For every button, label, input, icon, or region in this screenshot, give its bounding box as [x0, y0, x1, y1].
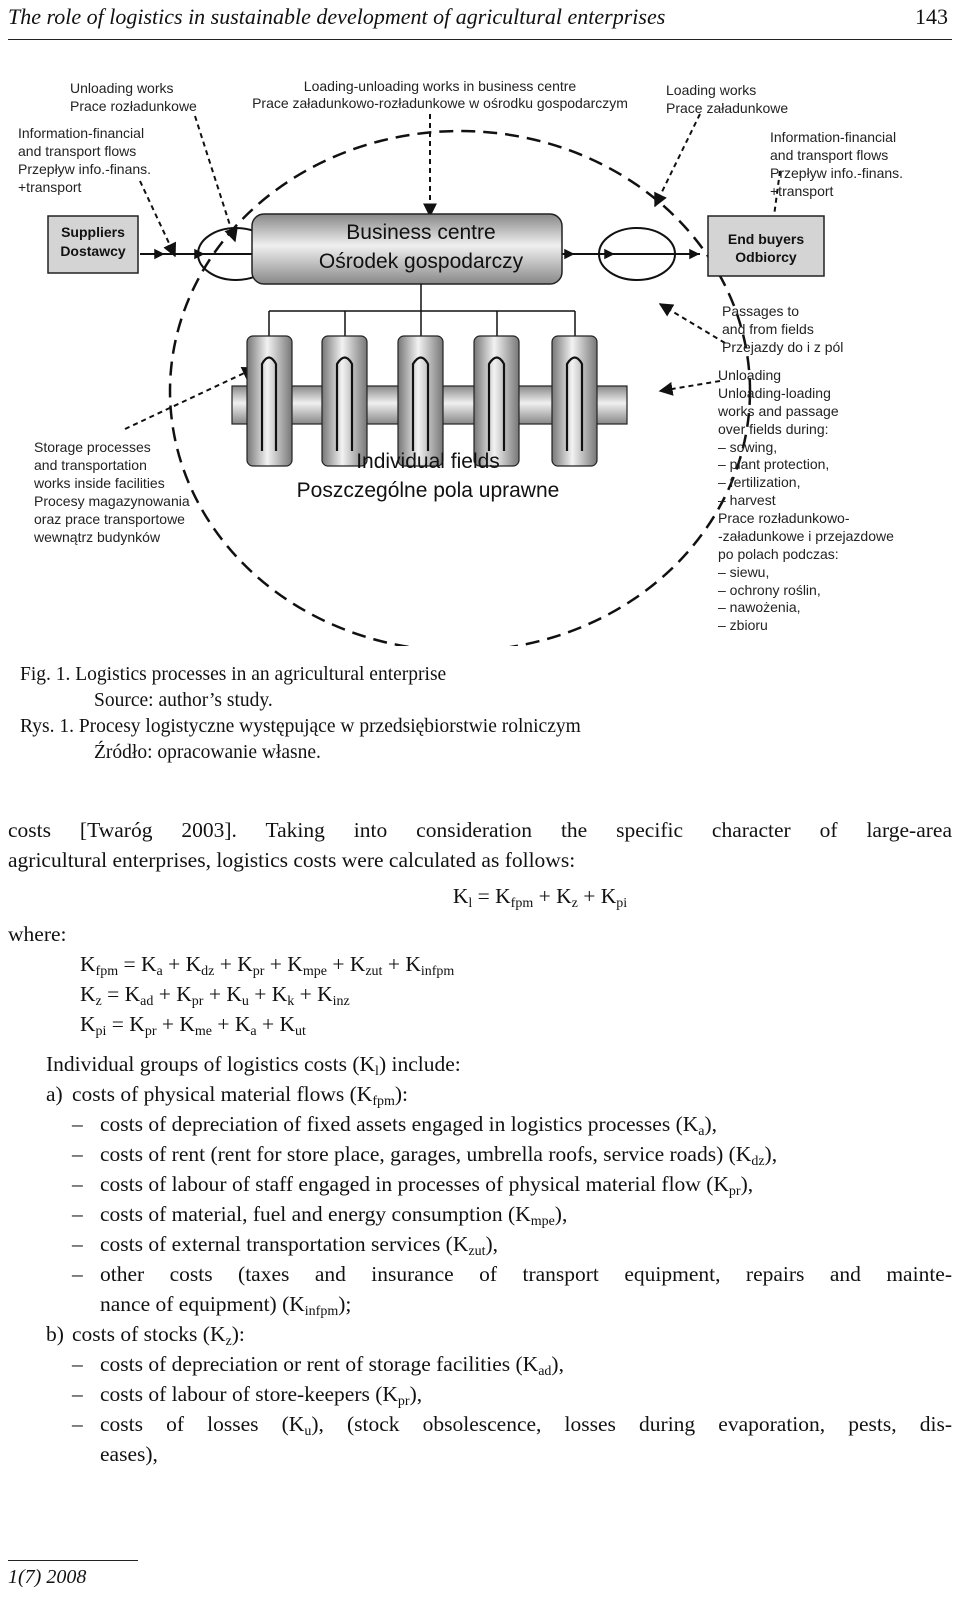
fields-label-en: Individual fields	[356, 450, 500, 473]
svg-text:Passages to: Passages to	[722, 303, 799, 319]
body-text: costs [Twaróg 2003]. Taking into conside…	[8, 815, 952, 1469]
svg-text:works inside facilities: works inside facilities	[33, 475, 165, 491]
list-item: –other costs (taxes and insurance of tra…	[8, 1259, 952, 1319]
svg-text:works and passage: works and passage	[717, 403, 839, 419]
page-number: 143	[915, 4, 948, 30]
where-label: where:	[8, 919, 952, 949]
svg-text:Information-financial: Information-financial	[18, 125, 144, 141]
paragraph-line: agricultural enterprises, logistics cost…	[8, 845, 952, 875]
groups-intro: Individual groups of logistics costs (Kl…	[8, 1049, 952, 1079]
svg-text:Przejazdy do i z pól: Przejazdy do i z pól	[722, 339, 843, 355]
svg-text:– siewu,: – siewu,	[718, 564, 769, 580]
group-a: a)costs of physical material flows (Kfpm…	[8, 1079, 952, 1109]
footer-rule	[8, 1560, 138, 1561]
list-item: –costs of material, fuel and energy cons…	[8, 1199, 952, 1229]
svg-text:Information-financial: Information-financial	[770, 129, 896, 145]
formula-kz: Kz = Kad + Kpr + Ku + Kk + Kinz	[8, 979, 952, 1009]
list-item: –costs of losses (Ku), (stock obsolescen…	[8, 1409, 952, 1469]
label-info-left: Information-financial and transport flow…	[18, 125, 151, 195]
list-item: –costs of rent (rent for store place, ga…	[8, 1139, 952, 1169]
svg-text:wewnątrz budynków: wewnątrz budynków	[33, 529, 161, 545]
caption-fig-pl: Rys. 1. Procesy logistyczne występujące …	[20, 714, 581, 740]
business-centre-label-en: Business centre	[346, 221, 495, 244]
svg-text:– harvest: – harvest	[718, 492, 776, 508]
svg-text:po polach podczas:: po polach podczas:	[718, 546, 839, 562]
svg-text:Unloading works: Unloading works	[70, 80, 174, 96]
list-item: –costs of labour of store-keepers (Kpr),	[8, 1379, 952, 1409]
group-b: b)costs of stocks (Kz):	[8, 1319, 952, 1349]
svg-text:Storage processes: Storage processes	[34, 439, 151, 455]
fields-label-pl: Poszczególne pola uprawne	[297, 479, 560, 502]
end-buyers-label-en: End buyers	[728, 231, 804, 247]
svg-text:Unloading: Unloading	[718, 367, 781, 383]
label-loading: Loading works Prace załadunkowe	[666, 82, 788, 116]
formula-kfpm: Kfpm = Ka + Kdz + Kpr + Kmpe + Kzut + Ki…	[8, 949, 952, 979]
svg-text:Prace załadunkowo-rozładunkowe: Prace załadunkowo-rozładunkowe w ośrodku…	[252, 95, 628, 111]
svg-text:Prace załadunkowe: Prace załadunkowe	[666, 100, 788, 116]
caption-fig-en: Fig. 1. Logistics processes in an agricu…	[20, 662, 581, 688]
svg-text:-załadunkowe i przejazdowe: -załadunkowe i przejazdowe	[718, 528, 894, 544]
svg-text:– fertilization,: – fertilization,	[718, 474, 800, 490]
caption-source-en: Source: author’s study.	[20, 688, 581, 714]
running-header: The role of logistics in sustainable dev…	[8, 0, 952, 40]
paragraph-line: costs [Twaróg 2003]. Taking into conside…	[8, 815, 952, 845]
svg-text:and from fields: and from fields	[722, 321, 814, 337]
figure-caption: Fig. 1. Logistics processes in an agricu…	[20, 662, 581, 766]
svg-text:Prace rozładunkowe: Prace rozładunkowe	[70, 98, 197, 114]
svg-text:Przepływ info.-finans.: Przepływ info.-finans.	[770, 165, 903, 181]
svg-text:Przepływ info.-finans.: Przepływ info.-finans.	[18, 161, 151, 177]
svg-text:+transport: +transport	[18, 179, 82, 195]
list-item: –costs of depreciation of fixed assets e…	[8, 1109, 952, 1139]
field-connectors	[269, 284, 575, 336]
list-item: –costs of external transportation servic…	[8, 1229, 952, 1259]
caption-source-pl: Źródło: opracowanie własne.	[20, 740, 581, 766]
label-storage: Storage processes and transportation wor…	[33, 439, 190, 545]
svg-text:oraz prace transportowe: oraz prace transportowe	[34, 511, 185, 527]
svg-text:Loading-unloading works in bus: Loading-unloading works in business cent…	[304, 78, 577, 94]
suppliers-label-en: Suppliers	[61, 224, 125, 240]
svg-text:and transport flows: and transport flows	[770, 147, 888, 163]
journal-issue: 1(7) 2008	[8, 1566, 86, 1589]
svg-text:and transport flows: and transport flows	[18, 143, 136, 159]
svg-text:– plant protection,: – plant protection,	[718, 456, 829, 472]
svg-text:– ochrony roślin,: – ochrony roślin,	[718, 582, 821, 598]
end-buyers-label-pl: Odbiorcy	[735, 249, 797, 265]
svg-text:Loading works: Loading works	[666, 82, 756, 98]
svg-text:– zbioru: – zbioru	[718, 617, 768, 633]
main-formula: Kl = Kfpm + Kz + Kpi	[8, 881, 952, 911]
formula-kpi: Kpi = Kpr + Kme + Ka + Kut	[8, 1009, 952, 1039]
svg-text:over fields during:: over fields during:	[718, 421, 829, 437]
label-loading-unloading-centre: Loading-unloading works in business cent…	[252, 78, 628, 111]
list-item: –costs of depreciation or rent of storag…	[8, 1349, 952, 1379]
svg-text:Unloading-loading: Unloading-loading	[718, 385, 831, 401]
label-passages: Passages to and from fields Przejazdy do…	[722, 303, 843, 355]
svg-text:+transport: +transport	[770, 183, 834, 199]
logistics-diagram: Suppliers Dostawcy Business centre Ośrod…	[0, 46, 960, 646]
suppliers-label-pl: Dostawcy	[60, 243, 126, 259]
svg-text:– nawożenia,: – nawożenia,	[718, 599, 801, 615]
running-title: The role of logistics in sustainable dev…	[8, 4, 665, 30]
list-item: –costs of labour of staff engaged in pro…	[8, 1169, 952, 1199]
svg-text:– sowing,: – sowing,	[718, 439, 777, 455]
svg-text:and transportation: and transportation	[34, 457, 147, 473]
label-info-right: Information-financial and transport flow…	[770, 129, 903, 199]
svg-text:Procesy magazynowania: Procesy magazynowania	[34, 493, 190, 509]
svg-text:Prace rozładunkowo-: Prace rozładunkowo-	[718, 510, 850, 526]
label-unloading: Unloading works Prace rozładunkowe	[70, 80, 197, 114]
label-field-works: Unloading Unloading-loading works and pa…	[717, 367, 894, 633]
business-centre-label-pl: Ośrodek gospodarczy	[319, 250, 524, 273]
